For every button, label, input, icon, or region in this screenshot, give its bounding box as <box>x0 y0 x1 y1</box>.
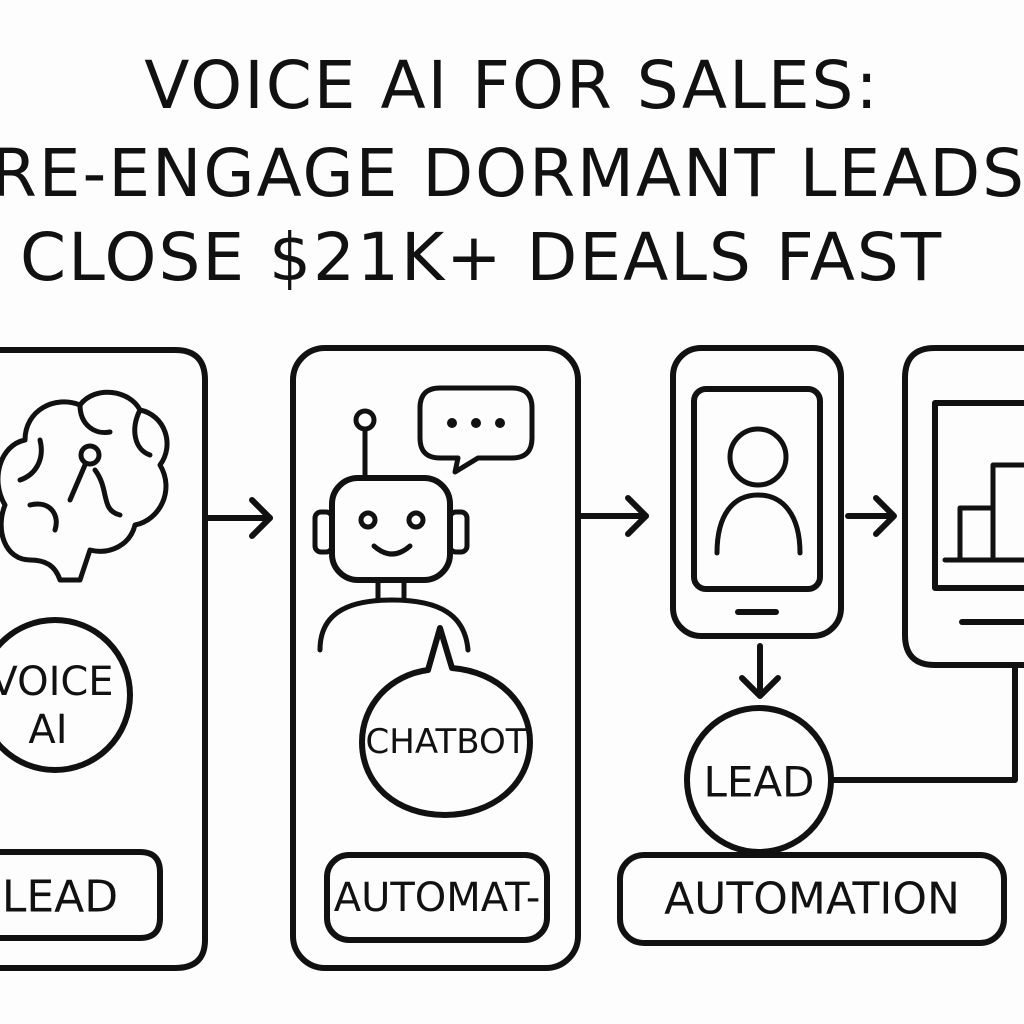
chatbot-bubble: CHATBOT <box>359 625 533 818</box>
lead-node-label: LEAD <box>703 758 814 807</box>
panel-chatbot-frame <box>290 345 581 971</box>
automation-pill: AUTOMATION <box>617 852 1007 946</box>
arrow-right-icon <box>205 497 273 539</box>
automat-pill-label: AUTOMAT- <box>334 875 541 921</box>
speech-bubble-icon <box>417 385 535 475</box>
robot-icon <box>312 408 471 653</box>
lead-to-dashboard-connector <box>828 665 1018 783</box>
panel-phone: LEAD AUTOMATION <box>617 345 1007 946</box>
panel-voice-ai: VOICE AI LEAD <box>0 347 208 971</box>
arrow-right-icon <box>845 495 897 537</box>
panel-dashboard <box>902 345 1024 668</box>
brain-icon <box>0 389 170 583</box>
panel-voice-ai-frame <box>0 347 208 971</box>
smartphone-user-icon <box>670 345 844 639</box>
voice-ai-label-line1: VOICE <box>0 659 114 705</box>
automat-pill: AUTOMAT- <box>324 852 550 943</box>
arrow-right-icon <box>577 495 649 537</box>
panel-chatbot: CHATBOT AUTOMAT- <box>290 345 581 971</box>
voice-ai-label-line2: AI <box>28 707 67 753</box>
monitor-bar-chart-icon <box>902 345 1024 668</box>
title-line-2: RE-ENGAGE DORMANT LEADS, <box>0 135 1024 212</box>
lead-pill-label: LEAD <box>2 872 118 923</box>
chatbot-bubble-label: CHATBOT <box>366 722 527 762</box>
title-line-1: VOICE AI FOR SALES: <box>144 47 880 124</box>
lead-node: LEAD <box>684 705 834 855</box>
title-line-3: CLOSE $21K+ DEALS FAST <box>20 219 944 296</box>
voice-ai-badge: VOICE AI <box>0 617 133 773</box>
automation-pill-label: AUTOMATION <box>664 874 960 925</box>
arrow-down-icon <box>739 643 781 699</box>
lead-pill: LEAD <box>0 849 163 941</box>
